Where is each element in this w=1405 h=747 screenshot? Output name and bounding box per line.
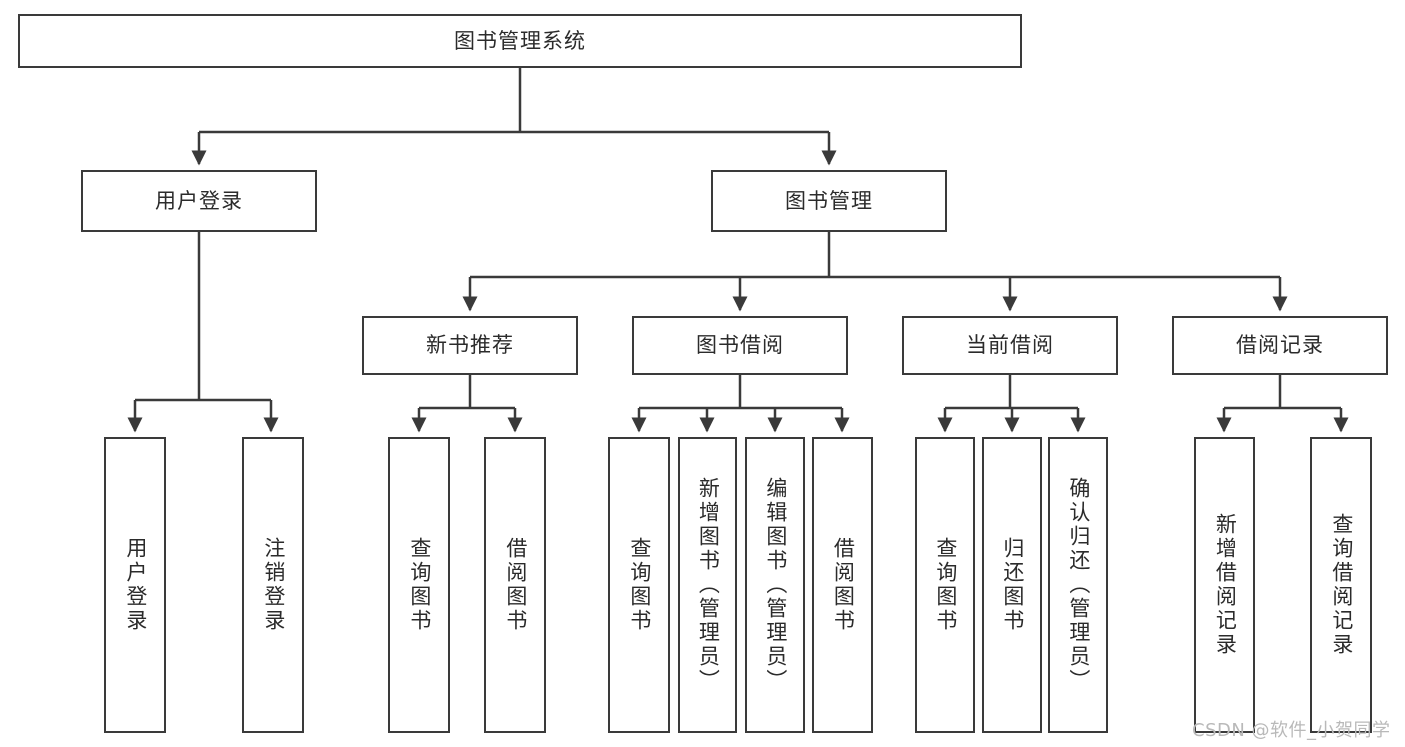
node-book-borrow-label: 图书借阅 — [696, 333, 784, 358]
node-leaf-user-logout[interactable]: 注销登录 — [242, 437, 304, 733]
node-leaf-query-book-3[interactable]: 查询图书 — [915, 437, 975, 733]
node-root-label: 图书管理系统 — [454, 28, 586, 53]
node-leaf-borrow-book-2-label: 借阅图书 — [831, 537, 856, 633]
node-leaf-edit-book-label: 编辑图书（管理员） — [763, 477, 788, 693]
node-current-borrow[interactable]: 当前借阅 — [902, 316, 1118, 375]
node-leaf-confirm-return[interactable]: 确认归还（管理员） — [1048, 437, 1108, 733]
node-leaf-user-logout-label: 注销登录 — [261, 537, 286, 633]
node-user-login-label: 用户登录 — [155, 188, 243, 213]
node-user-login[interactable]: 用户登录 — [81, 170, 317, 232]
node-book-manage[interactable]: 图书管理 — [711, 170, 947, 232]
node-leaf-user-login[interactable]: 用户登录 — [104, 437, 166, 733]
node-leaf-query-record[interactable]: 查询借阅记录 — [1310, 437, 1372, 733]
node-leaf-add-record[interactable]: 新增借阅记录 — [1194, 437, 1255, 733]
node-leaf-user-login-label: 用户登录 — [123, 537, 148, 633]
node-borrow-record-label: 借阅记录 — [1236, 333, 1324, 358]
node-root[interactable]: 图书管理系统 — [18, 14, 1022, 68]
node-leaf-edit-book[interactable]: 编辑图书（管理员） — [745, 437, 805, 733]
node-new-book-rec-label: 新书推荐 — [426, 333, 514, 358]
node-leaf-add-book[interactable]: 新增图书（管理员） — [678, 437, 737, 733]
node-leaf-confirm-return-label: 确认归还（管理员） — [1066, 477, 1091, 693]
node-leaf-borrow-book-1[interactable]: 借阅图书 — [484, 437, 546, 733]
node-leaf-query-book-1[interactable]: 查询图书 — [388, 437, 450, 733]
node-leaf-return-book-label: 归还图书 — [1000, 537, 1025, 633]
node-leaf-query-record-label: 查询借阅记录 — [1329, 513, 1354, 657]
node-leaf-return-book[interactable]: 归还图书 — [982, 437, 1042, 733]
node-leaf-query-book-3-label: 查询图书 — [933, 537, 958, 633]
node-leaf-add-book-label: 新增图书（管理员） — [696, 477, 721, 693]
node-leaf-query-book-2[interactable]: 查询图书 — [608, 437, 670, 733]
node-leaf-borrow-book-1-label: 借阅图书 — [503, 537, 528, 633]
node-book-manage-label: 图书管理 — [785, 188, 873, 213]
node-leaf-borrow-book-2[interactable]: 借阅图书 — [812, 437, 873, 733]
node-leaf-add-record-label: 新增借阅记录 — [1213, 513, 1238, 657]
node-new-book-rec[interactable]: 新书推荐 — [362, 316, 578, 375]
node-borrow-record[interactable]: 借阅记录 — [1172, 316, 1388, 375]
node-book-borrow[interactable]: 图书借阅 — [632, 316, 848, 375]
node-leaf-query-book-2-label: 查询图书 — [627, 537, 652, 633]
node-leaf-query-book-1-label: 查询图书 — [407, 537, 432, 633]
node-current-borrow-label: 当前借阅 — [966, 333, 1054, 358]
